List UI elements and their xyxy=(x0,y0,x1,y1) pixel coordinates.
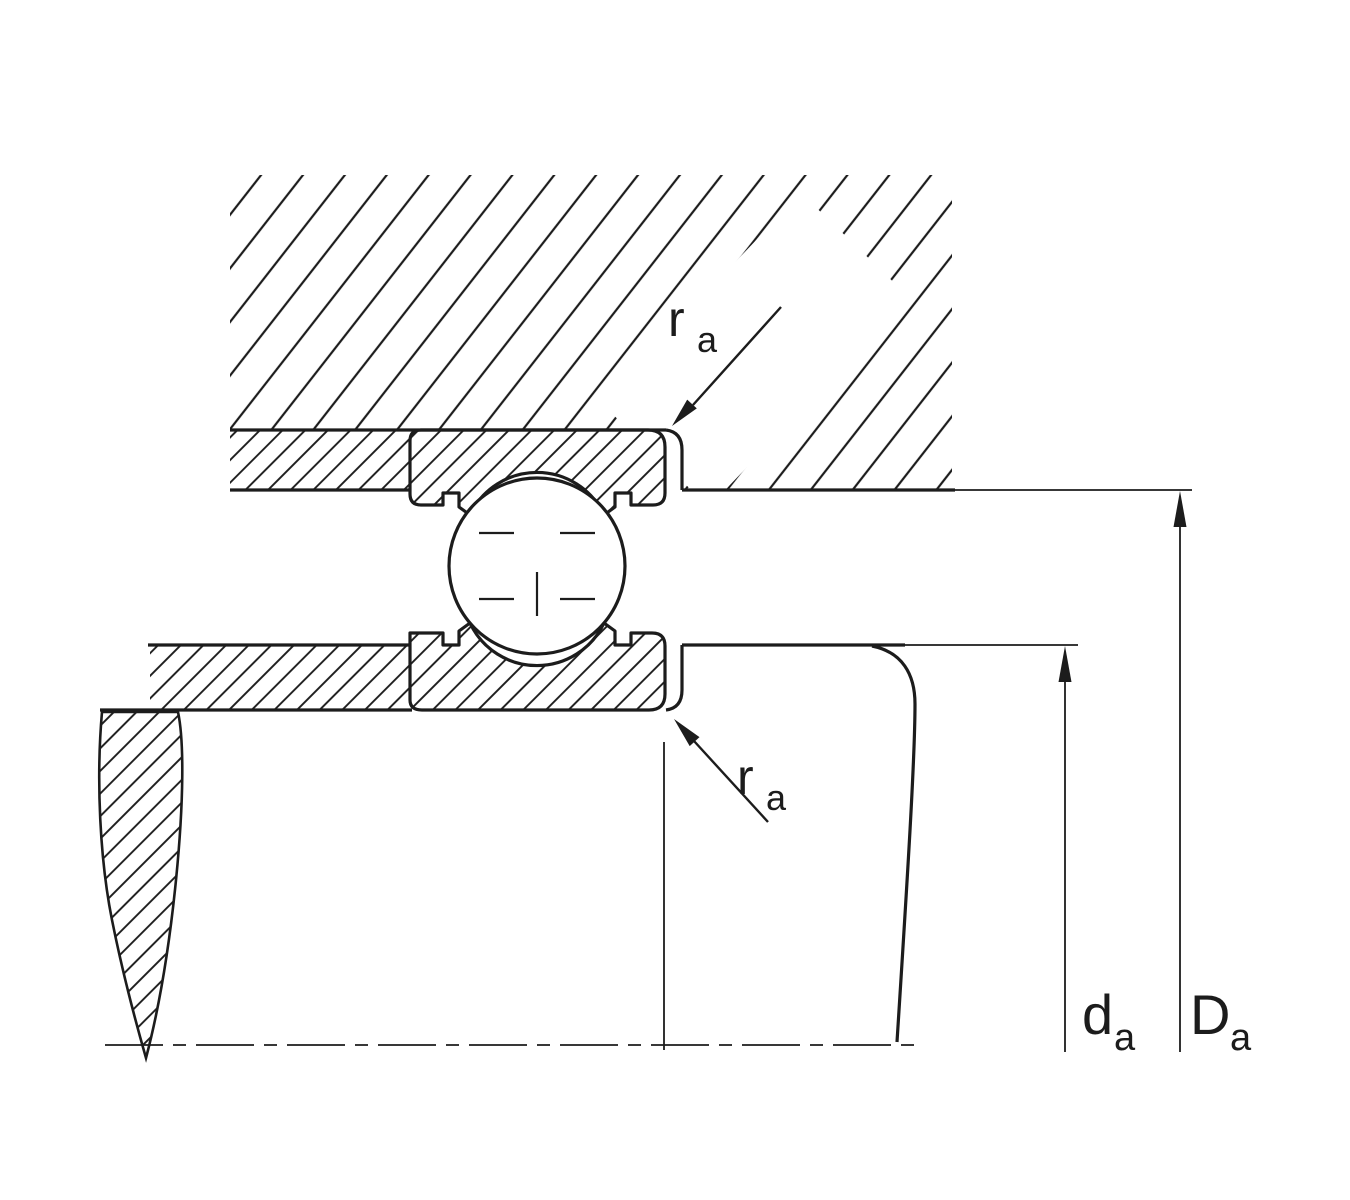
da-subscript: a xyxy=(1114,1017,1136,1059)
housing-fillet-ra xyxy=(665,428,684,490)
Da-subscript: a xyxy=(1230,1017,1252,1059)
label-Da: D a xyxy=(1190,983,1252,1059)
shaft-shoulder-strip xyxy=(150,645,410,710)
shaft-fillet-ra xyxy=(665,645,684,712)
bearing-inner-ring xyxy=(408,621,667,712)
ball-center-marks xyxy=(479,531,595,616)
da-arrowhead xyxy=(1058,646,1072,682)
bearing-ball xyxy=(447,476,627,656)
label-ra-top: r a xyxy=(668,291,718,360)
ra-top-callout-gap xyxy=(601,193,909,507)
ra-bottom-base: r xyxy=(737,749,754,805)
ra-bottom-leader xyxy=(674,719,769,823)
ra-top-base: r xyxy=(668,291,685,347)
label-da: d a xyxy=(1082,983,1136,1059)
shaft-end-profile xyxy=(871,644,917,1043)
ra-bottom-arrowhead xyxy=(674,719,700,747)
ra-top-subscript: a xyxy=(697,319,718,360)
ra-bottom-subscript: a xyxy=(766,777,787,818)
Da-base: D xyxy=(1190,983,1230,1046)
label-ra-bottom: r a xyxy=(737,749,787,818)
ra-top-arrowhead xyxy=(672,399,697,426)
da-base: d xyxy=(1082,983,1113,1046)
Da-arrowhead xyxy=(1173,491,1187,527)
housing-shoulder-strip xyxy=(230,430,410,490)
shaft-broken-section xyxy=(97,710,184,1063)
ra-top-leader xyxy=(672,306,782,426)
